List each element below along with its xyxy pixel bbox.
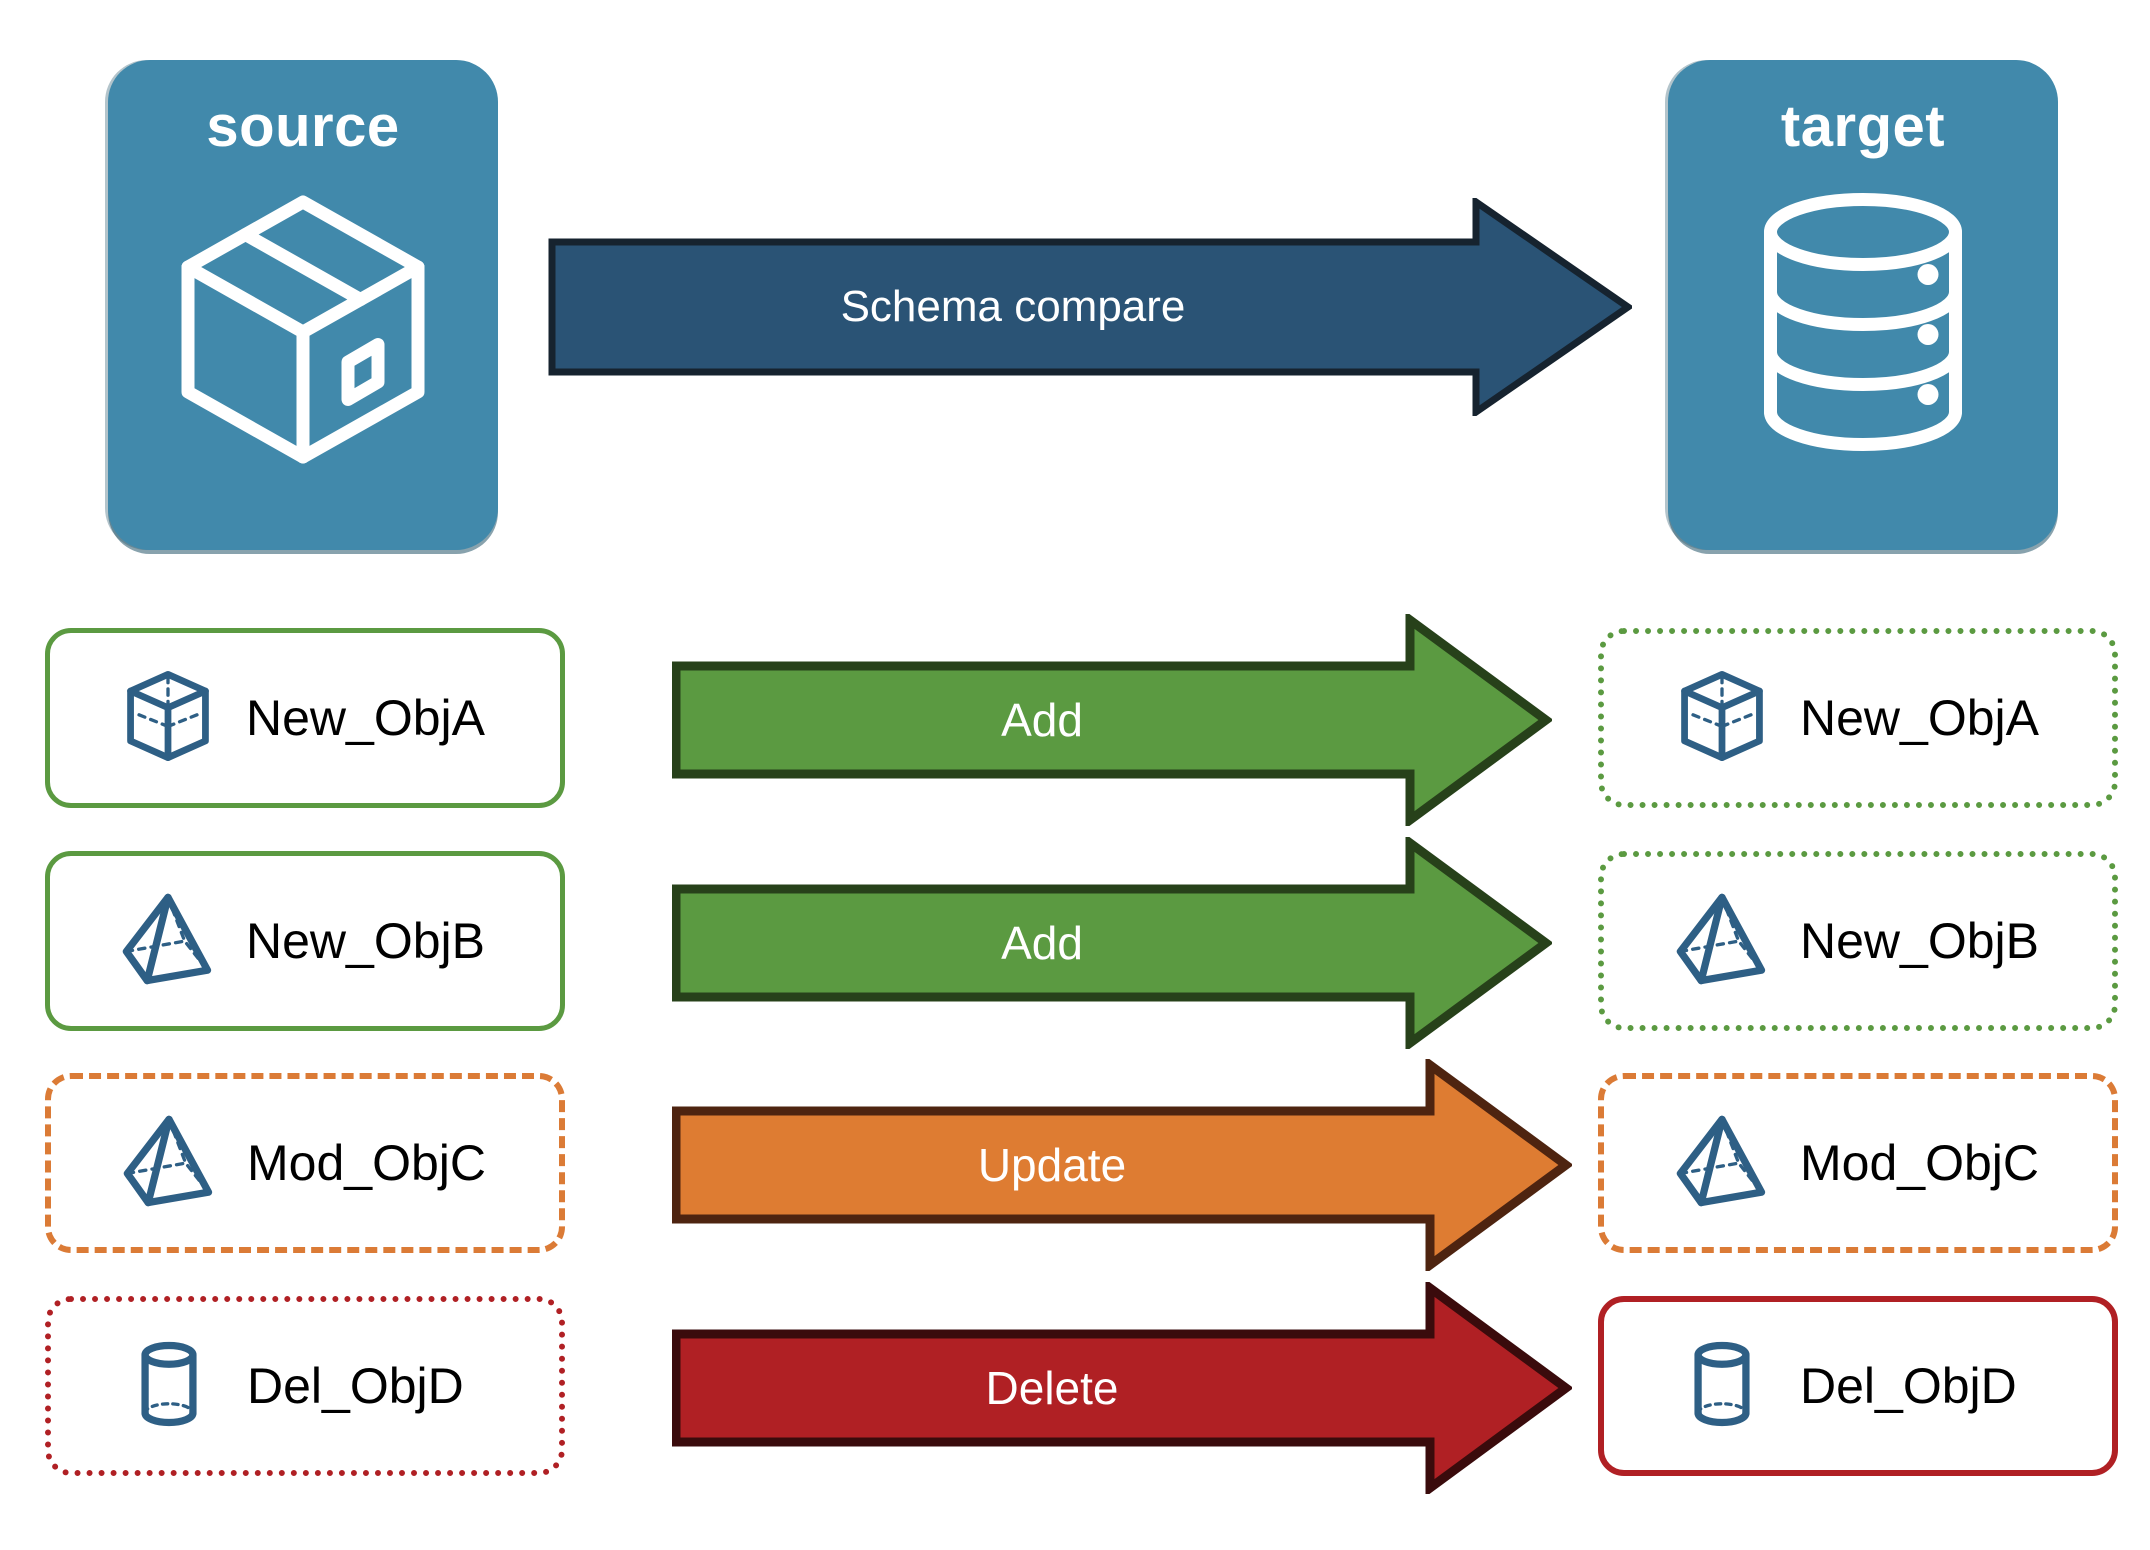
add-action-arrow[interactable]: Add bbox=[671, 611, 1554, 829]
target-object-label: Mod_ObjC bbox=[1800, 1135, 2039, 1191]
wireframe-cube-icon bbox=[116, 664, 220, 773]
compare-row: Mod_ObjC Update Mod_ObjC bbox=[0, 1056, 2150, 1274]
source-panel-title: source bbox=[206, 94, 400, 159]
wireframe-cylinder-icon bbox=[117, 1332, 221, 1441]
source-panel: source bbox=[108, 60, 498, 550]
source-object-label: Mod_ObjC bbox=[247, 1135, 486, 1191]
add-action-arrow[interactable]: Add bbox=[671, 834, 1554, 1052]
package-cube-icon bbox=[153, 172, 453, 477]
source-object-box[interactable]: Mod_ObjC bbox=[45, 1073, 565, 1253]
compare-row: New_ObjA Add bbox=[0, 611, 2150, 829]
wireframe-pyramid-icon bbox=[117, 1109, 221, 1218]
update-action-arrow[interactable]: Update bbox=[671, 1056, 1574, 1274]
wireframe-pyramid-icon bbox=[1670, 1109, 1774, 1218]
target-panel: target bbox=[1668, 60, 2058, 550]
source-object-label: New_ObjA bbox=[246, 690, 485, 746]
target-object-label: New_ObjA bbox=[1800, 690, 2039, 746]
compare-row: Del_ObjD Delete Del_ObjD bbox=[0, 1279, 2150, 1497]
target-panel-title: target bbox=[1780, 94, 1946, 159]
compare-row: New_ObjB Add New_ObjB bbox=[0, 834, 2150, 1052]
target-object-box[interactable]: New_ObjA bbox=[1598, 628, 2118, 808]
source-object-label: New_ObjB bbox=[246, 913, 485, 969]
delete-action-arrow[interactable]: Delete bbox=[671, 1279, 1574, 1497]
schema-compare-arrow: Schema compare bbox=[548, 195, 1635, 419]
wireframe-pyramid-icon bbox=[116, 887, 220, 996]
target-object-box[interactable]: New_ObjB bbox=[1598, 851, 2118, 1031]
wireframe-pyramid-icon bbox=[1670, 887, 1774, 996]
source-object-box[interactable]: New_ObjA bbox=[45, 628, 565, 808]
target-object-box[interactable]: Mod_ObjC bbox=[1598, 1073, 2118, 1253]
wireframe-cube-icon bbox=[1670, 664, 1774, 773]
target-object-label: Del_ObjD bbox=[1800, 1358, 2017, 1414]
wireframe-cylinder-icon bbox=[1670, 1332, 1774, 1441]
target-object-box[interactable]: Del_ObjD bbox=[1598, 1296, 2118, 1476]
source-object-box[interactable]: New_ObjB bbox=[45, 851, 565, 1031]
target-object-label: New_ObjB bbox=[1800, 913, 2039, 969]
source-object-label: Del_ObjD bbox=[247, 1358, 464, 1414]
source-object-box[interactable]: Del_ObjD bbox=[45, 1296, 565, 1476]
database-cylinder-icon bbox=[1713, 172, 2013, 477]
